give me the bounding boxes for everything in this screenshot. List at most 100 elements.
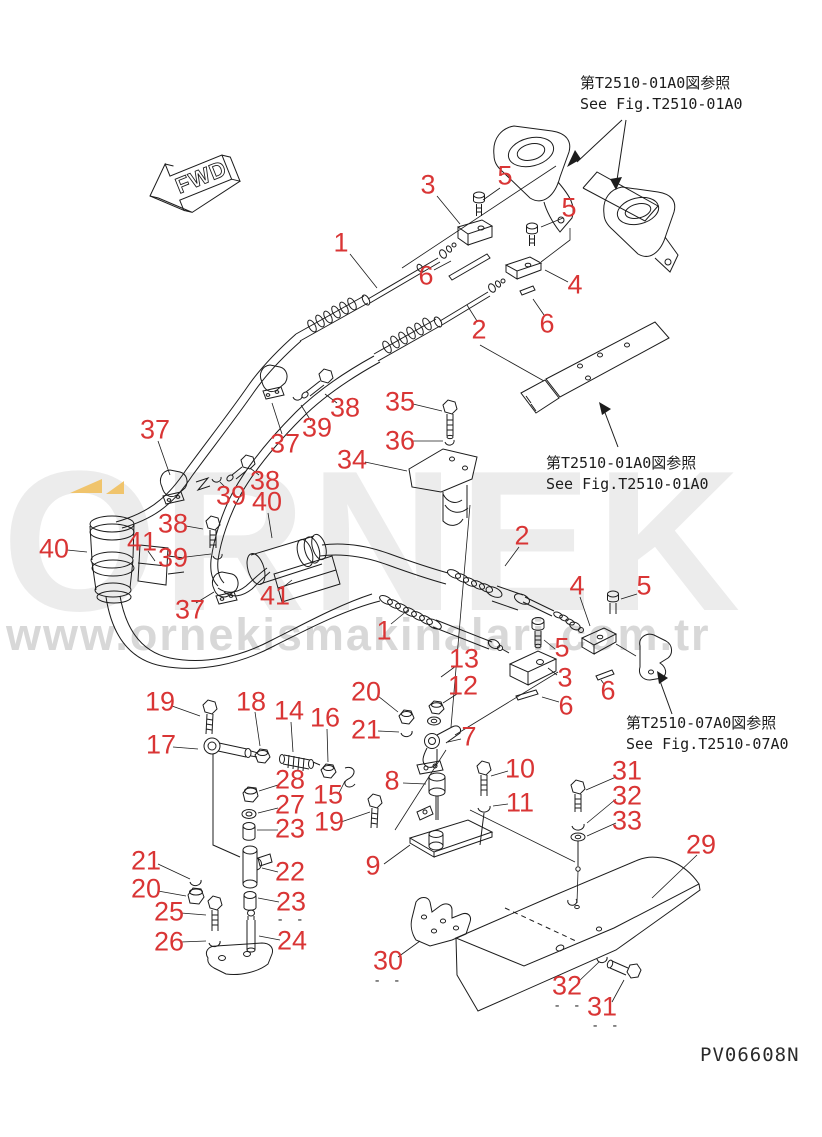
callout-6: 6	[539, 308, 555, 339]
reference-note-middle: 第T2510-01A0図参照 See Fig.T2510-01A0	[546, 453, 709, 495]
dash-mark: - -	[373, 973, 403, 989]
callout-3: 3	[420, 169, 436, 200]
fwd-arrow: FWD	[149, 154, 241, 213]
watermark-brand: ORNEK	[2, 430, 745, 653]
callout-16: 16	[309, 702, 341, 733]
watermark-url: www.ornekismakinalari.com.tr	[6, 609, 711, 660]
part-washer-33	[570, 832, 586, 904]
callout-19: 19	[144, 686, 176, 717]
part-pin-6c	[515, 689, 539, 701]
callout-6: 6	[600, 675, 616, 706]
part-block-3a	[456, 219, 494, 246]
callout-32: 32	[611, 780, 643, 811]
part-block-4b	[580, 627, 618, 655]
part-pin-6b	[519, 285, 536, 296]
reference-note-jp: 第T2510-01A0図参照	[546, 454, 697, 472]
callout-38: 38	[329, 392, 361, 423]
part-clamp-07a0	[639, 633, 673, 715]
part-bolt-25	[207, 895, 223, 931]
part-nut-12	[428, 700, 445, 715]
callout-5: 5	[497, 160, 513, 191]
part-bolt-19a	[202, 699, 218, 735]
callout-22: 22	[274, 856, 306, 887]
reference-note-en: See Fig.T2510-01A0	[546, 475, 709, 493]
callout-38: 38	[157, 508, 189, 539]
part-bracket-30	[410, 897, 471, 947]
callout-15: 15	[312, 779, 344, 810]
callout-19: 19	[313, 806, 345, 837]
part-bracket-top-left	[493, 125, 574, 233]
callout-41: 41	[126, 526, 158, 557]
part-cover-29	[454, 856, 701, 1012]
part-ring-21b	[189, 879, 202, 887]
callout-1: 1	[333, 227, 349, 258]
dash-mark: - -	[276, 912, 306, 928]
callout-30: 30	[372, 945, 404, 976]
callout-37: 37	[174, 594, 206, 625]
part-spring-15	[344, 767, 356, 788]
part-washer-13	[427, 716, 441, 726]
callout-39: 39	[301, 412, 333, 443]
callout-13: 13	[448, 643, 480, 674]
reference-note-en: See Fig.T2510-01A0	[580, 95, 743, 113]
part-bracket-34	[408, 448, 478, 526]
axis-lines	[394, 165, 637, 863]
part-bolt-5b	[526, 222, 538, 246]
part-nut-16	[320, 763, 337, 779]
callout-20: 20	[350, 676, 382, 707]
part-nut-20a	[398, 709, 415, 725]
cable-harness	[105, 333, 381, 669]
part-base-plate-24	[205, 942, 273, 975]
reference-note-jp: 第T2510-01A0図参照	[580, 74, 731, 92]
part-clamp-37c	[211, 571, 239, 605]
callout-37: 37	[269, 428, 301, 459]
part-strap-41-right	[273, 555, 341, 603]
drawing-code: PV06608N	[700, 1044, 800, 1066]
callout-34: 34	[336, 444, 368, 475]
callout-21: 21	[130, 845, 162, 876]
part-washer-27	[241, 809, 257, 819]
callout-41: 41	[259, 580, 291, 611]
part-turnbuckle-14	[279, 754, 321, 772]
callout-40: 40	[38, 533, 70, 564]
part-rod-end-17	[203, 737, 259, 858]
callout-6: 6	[558, 690, 574, 721]
part-block-4a	[504, 256, 543, 280]
part-bolt-19b	[367, 793, 383, 829]
part-cylinder-8	[428, 772, 446, 820]
part-ring-32b	[596, 956, 608, 964]
callout-37: 37	[139, 414, 171, 445]
callout-23: 23	[274, 813, 306, 844]
callout-4: 4	[567, 269, 583, 300]
callout-2: 2	[471, 314, 487, 345]
callout-12: 12	[447, 670, 479, 701]
part-bolt-35	[442, 399, 458, 440]
callout-38: 38	[249, 465, 281, 496]
callout-27: 27	[274, 789, 306, 820]
part-clevis-22	[242, 845, 273, 889]
callout-25: 25	[153, 896, 185, 927]
callout-29: 29	[685, 829, 717, 860]
part-plate-9	[408, 805, 494, 858]
callout-21: 21	[350, 714, 382, 745]
callout-24: 24	[276, 925, 308, 956]
part-bolt-5c	[531, 617, 545, 649]
callout-31: 31	[611, 755, 643, 786]
part-bolt-31a	[570, 779, 586, 812]
callout-20: 20	[130, 873, 162, 904]
part-bracket-top-right	[582, 171, 679, 273]
part-spacer-23a	[242, 822, 256, 841]
part-grommet-40-left	[89, 515, 135, 604]
part-nut-28	[242, 786, 259, 803]
callout-1: 1	[376, 615, 392, 646]
callout-11: 11	[505, 787, 535, 818]
part-ring-11	[477, 805, 491, 846]
part-lever-7	[416, 725, 461, 775]
part-pin-6a	[448, 253, 491, 281]
part-bolt-10	[476, 760, 492, 796]
reference-note-bottom: 第T2510-07A0図参照 See Fig.T2510-07A0	[626, 713, 789, 755]
callout-2: 2	[514, 520, 530, 551]
reference-note-top: 第T2510-01A0図参照 See Fig.T2510-01A0	[580, 73, 743, 115]
